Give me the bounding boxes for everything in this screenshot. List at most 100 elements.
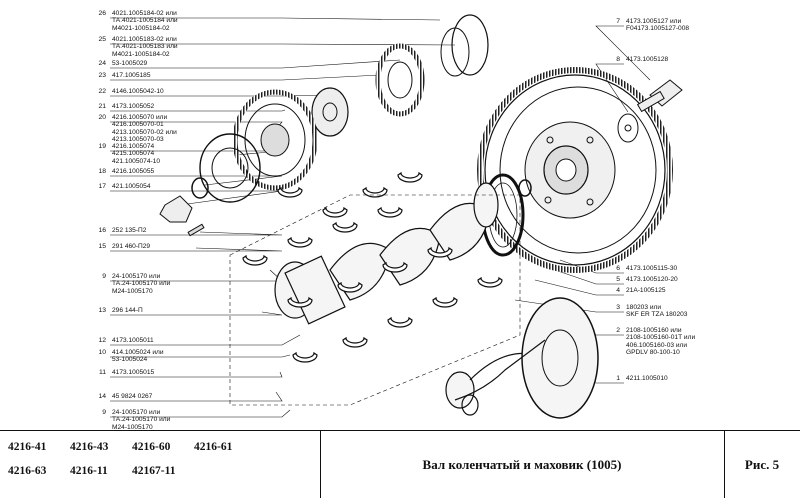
footer-block: 4216-41 4216-43 4216-60 4216-61 4216-63 … xyxy=(0,430,800,498)
part-number-list: 4173.1005011 xyxy=(112,337,154,344)
callout-number: 26 xyxy=(98,10,106,17)
bearing-shell xyxy=(332,221,358,233)
part-number: 4213.1005070-02 или xyxy=(112,128,177,136)
bearing-shell xyxy=(387,316,413,328)
model-code: 4216-61 xyxy=(194,441,233,453)
part-number: 4173.1005127 или xyxy=(626,18,682,25)
bearing-shell xyxy=(277,186,303,198)
bearing-shell xyxy=(382,261,408,273)
part-number: ТА.4021-1005183 или xyxy=(112,43,178,51)
flywheel-bolt xyxy=(617,79,683,143)
leader-line xyxy=(595,25,651,81)
callout-number: 1 xyxy=(616,375,620,382)
callout-number: 10 xyxy=(98,349,106,356)
part-number: 2108-1005160-01Т или xyxy=(626,334,696,342)
callout-number: 15 xyxy=(98,243,106,250)
leader-line xyxy=(110,311,283,316)
bearing-shell xyxy=(337,281,363,293)
leader-line xyxy=(110,391,283,402)
part-number: ТА.4021-1005184 или xyxy=(112,17,178,25)
callout-number: 9 xyxy=(102,273,106,280)
bearing-shell xyxy=(377,206,403,218)
part-number: 4173.1005120-20 xyxy=(626,276,678,283)
part-number-list: 421.1005054 xyxy=(112,183,151,190)
part-number-list: 4211.1005010 xyxy=(626,375,668,382)
callout-number: 9 xyxy=(102,409,106,416)
part-number-list: 21А-1005125 xyxy=(626,287,666,294)
part-number: 4213.1005070-03 xyxy=(112,136,164,144)
part-number-list: 4173.1005120-20 xyxy=(626,276,678,283)
leader-line xyxy=(110,231,283,236)
part-number: 4021.1005183-02 или xyxy=(112,36,177,43)
leader-line xyxy=(534,279,624,296)
part-number: 421.1005074-10 xyxy=(112,157,161,165)
bearing-shell xyxy=(477,276,503,288)
callout-number: 2 xyxy=(616,327,620,334)
callout-number: 14 xyxy=(98,393,106,400)
part-number: 291 460-П29 xyxy=(112,243,151,250)
callout-number: 20 xyxy=(98,114,106,121)
bearing-shell xyxy=(397,171,423,183)
part-number: 4173.1005115-30 xyxy=(626,265,678,272)
callout-number: 25 xyxy=(98,36,106,43)
part-number: 414.1005024 или xyxy=(112,349,164,356)
leader-line xyxy=(110,74,381,81)
model-list: 4216-41 4216-43 4216-60 4216-61 4216-63 … xyxy=(0,431,321,498)
callout-number: 19 xyxy=(98,143,106,150)
part-number: 4216.1005070 или xyxy=(112,114,168,121)
part-number: 4173.1005011 xyxy=(112,337,154,344)
part-number-list: 296 144-П xyxy=(112,307,143,314)
part-number: 4021.1005184-02 или xyxy=(112,10,177,17)
leader-line xyxy=(595,63,629,113)
flywheel-lower xyxy=(454,297,599,419)
bearing-shell xyxy=(242,254,268,266)
part-number: 406.1005160-03 или xyxy=(626,341,688,349)
part-number-list: 4173.1005015 xyxy=(112,369,154,376)
part-number: 421.1005054 xyxy=(112,183,151,190)
leader-line xyxy=(110,109,286,112)
part-number: М24-1005170 xyxy=(112,423,153,431)
model-code: 4216-11 xyxy=(70,465,108,477)
part-number: 4173.1005052 xyxy=(112,103,155,110)
part-number: 417.1005185 xyxy=(112,72,151,79)
part-number: 4173.1005015 xyxy=(112,369,155,376)
callout-number: 4 xyxy=(616,287,620,294)
part-number: ТА.24-1005170 или xyxy=(112,416,171,424)
part-number: 24-1005170 или xyxy=(112,273,161,280)
part-number: М4021-1005184-02 xyxy=(112,24,170,32)
leader-line xyxy=(110,247,283,252)
part-number: М4021-1005184-02 xyxy=(112,50,170,58)
callout-number: 22 xyxy=(98,88,106,95)
callout-number: 18 xyxy=(98,168,106,175)
part-number: F04173.1005127-008 xyxy=(626,25,690,33)
part-number-list: 4173.1005115-30 xyxy=(626,265,677,272)
callout-15: 15 291 460-П29 xyxy=(92,243,150,250)
flywheel xyxy=(477,67,673,273)
part-number-list: 4173.1005052 xyxy=(112,103,154,110)
leader-line xyxy=(110,190,283,206)
part-number: GPDLV 80-100-10 xyxy=(626,349,680,357)
part-number: 180203 или xyxy=(626,304,662,311)
part-number: 24-1005170 или xyxy=(112,409,161,416)
part-number: 296 144-П xyxy=(112,307,143,314)
